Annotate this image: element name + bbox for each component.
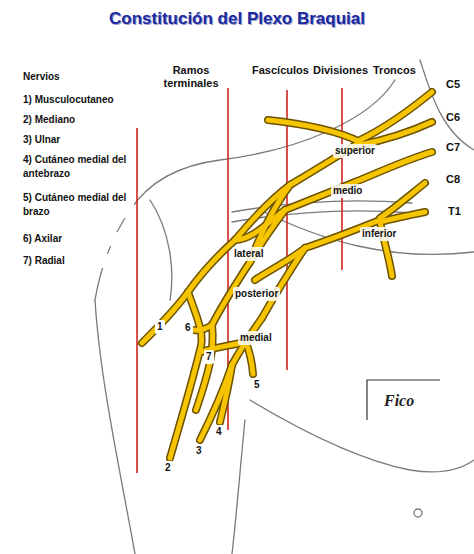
diagram-title: Constitución del Plexo Braquial: [109, 8, 365, 31]
nerve-outlines: [142, 92, 432, 458]
callout-number: 3: [194, 444, 204, 458]
callout-number: 2: [163, 461, 173, 475]
nerve-list-item: 5) Cutáneo medial del brazo: [22, 191, 134, 218]
nerve-fills: [142, 92, 432, 458]
column-heading: Divisiones: [313, 64, 368, 77]
nerve-list-item: 7) Radial: [22, 254, 136, 268]
cord-label: medial: [238, 331, 274, 345]
nerve-list-item: 4) Cutáneo medial del antebrazo: [22, 153, 134, 180]
artist-signature: Fico: [384, 390, 414, 412]
callout-number: 4: [214, 425, 224, 439]
root-label: C6: [446, 110, 460, 125]
callout-number: 7: [204, 350, 214, 364]
cord-label: posterior: [233, 287, 280, 301]
root-label: C5: [446, 77, 460, 92]
root-label: C7: [446, 140, 460, 155]
nerve-list-item: 3) Ulnar: [22, 133, 136, 147]
callout-number: 1: [155, 320, 165, 334]
callout-number: 5: [252, 378, 262, 392]
column-heading: Fascículos: [252, 64, 309, 77]
callout-number: 6: [183, 321, 193, 335]
torso-sketch: [95, 60, 474, 554]
trunk-label: medio: [331, 184, 364, 198]
nerve-list-item: 6) Axilar: [22, 232, 136, 246]
column-heading: Ramos terminales: [155, 64, 227, 89]
nerve-list-item: 1) Musculocutaneo: [22, 93, 136, 107]
trunk-label: superior: [333, 144, 377, 158]
root-label: T1: [448, 204, 461, 219]
trunk-label: inferior: [360, 227, 398, 241]
list-heading: Nervios: [22, 70, 61, 84]
column-heading: Troncos: [373, 64, 416, 77]
nerve-list-item: 2) Mediano: [22, 113, 136, 127]
signature-frame: [367, 380, 440, 420]
level-guide-lines: [137, 88, 342, 473]
cord-label: lateral: [232, 247, 265, 261]
root-label: C8: [446, 172, 460, 187]
